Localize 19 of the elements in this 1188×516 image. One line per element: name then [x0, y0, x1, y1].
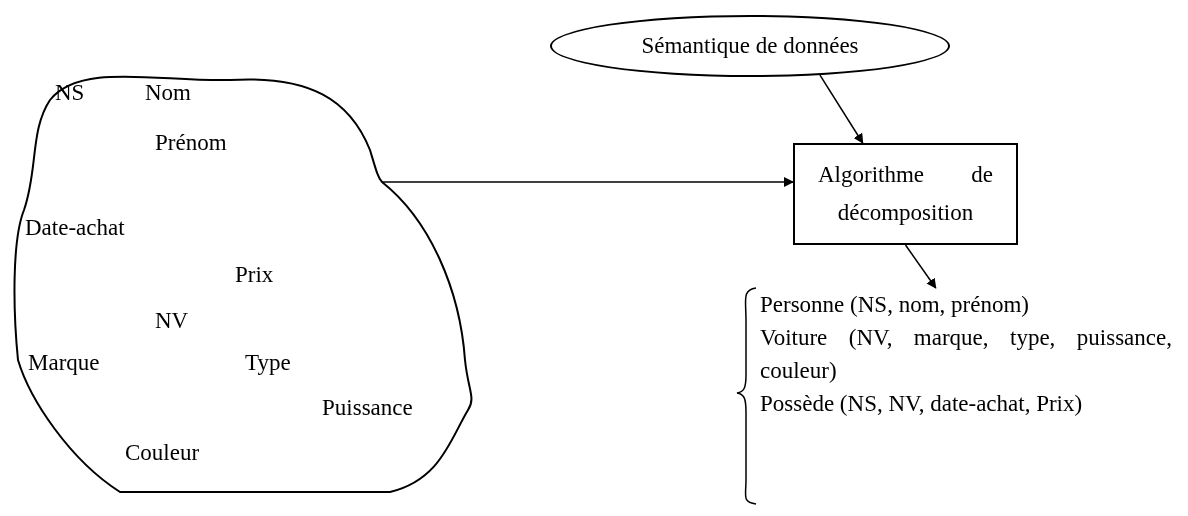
- attribute-label: Couleur: [125, 440, 200, 467]
- attribute-label: Prénom: [155, 130, 227, 157]
- attribute-label: Type: [245, 350, 291, 377]
- relation-text: Personne (NS, nom, prénom): [760, 291, 1030, 319]
- node-label: Algorithme de décomposition: [818, 161, 993, 227]
- attribute-label: Date-achat: [25, 215, 125, 242]
- arrow: [904, 244, 937, 289]
- attribute-label: Nom: [145, 80, 191, 107]
- attribute-label: Prix: [235, 262, 274, 289]
- node-label: Sémantique de données: [641, 32, 859, 60]
- arrow: [819, 74, 864, 144]
- attribute-label: Puissance: [322, 395, 413, 422]
- process-box: [793, 143, 1018, 245]
- attribute-label: Marque: [28, 350, 100, 377]
- relation-text: Possède (NS, NV, date-achat, Prix): [760, 390, 1084, 418]
- relation-text: Voiture (NV, marque, type, puissance, couleur): [760, 324, 1172, 385]
- arrow: [381, 177, 794, 187]
- attribute-label: NS: [55, 80, 85, 107]
- attribute-label: NV: [155, 308, 189, 335]
